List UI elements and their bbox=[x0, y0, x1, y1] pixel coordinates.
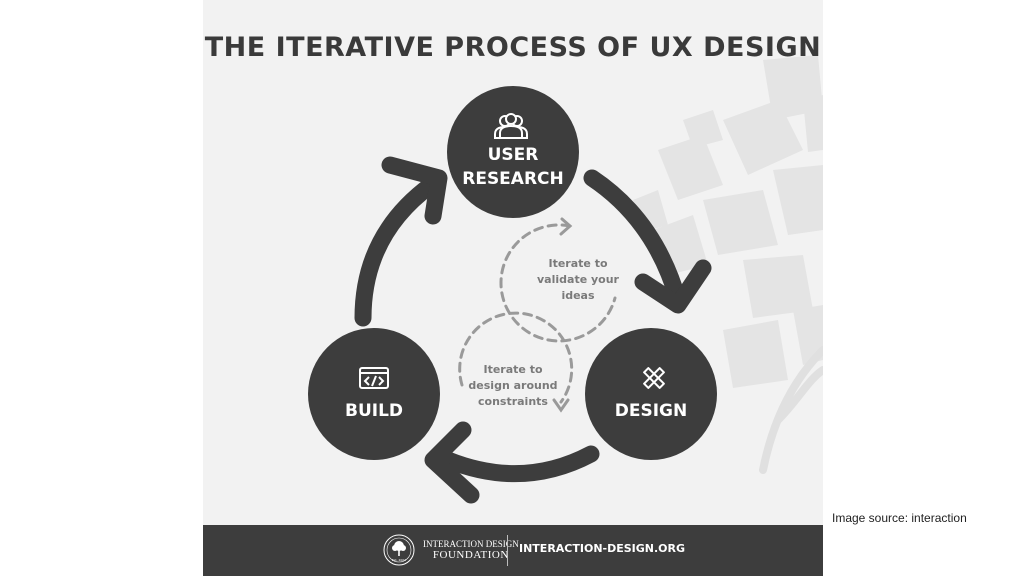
node-design bbox=[585, 328, 717, 460]
iteration-label-validate: Iterate to validate your ideas bbox=[523, 256, 633, 304]
iteration-label-constraints: Iterate to design around constraints bbox=[458, 362, 568, 410]
iteration-constraints-line2: design around bbox=[468, 379, 558, 392]
iteration-constraints-line3: constraints bbox=[478, 395, 548, 408]
footer-divider bbox=[507, 535, 508, 566]
arrow-build-to-research bbox=[354, 176, 440, 327]
foundation-name-line1: INTERACTION DESIGN bbox=[423, 539, 519, 549]
foundation-name: INTERACTION DESIGN FOUNDATION bbox=[423, 539, 519, 561]
people-icon bbox=[494, 113, 528, 139]
image-source-caption: Image source: interaction bbox=[832, 511, 967, 525]
arrow-build-to-research-head bbox=[381, 156, 448, 225]
pencil-ruler-icon bbox=[643, 367, 665, 389]
dashed-arc-constraints bbox=[458, 311, 574, 404]
ux-cycle-diagram bbox=[308, 86, 717, 504]
node-design-label: DESIGN bbox=[614, 401, 688, 421]
iteration-validate-line3: ideas bbox=[561, 289, 595, 302]
page-title: THE ITERATIVE PROCESS OF UX DESIGN bbox=[204, 32, 822, 63]
arrow-research-to-design-head bbox=[634, 259, 712, 314]
code-window-icon bbox=[359, 367, 389, 389]
foundation-name-line2: FOUNDATION bbox=[432, 549, 509, 561]
dashed-arc-validate-head bbox=[559, 217, 573, 236]
footer-bar: Est. 2002 INTERACTION DESIGN FOUNDATION … bbox=[203, 525, 823, 576]
dashed-arc-constraints-head bbox=[552, 398, 570, 413]
node-user-research bbox=[447, 86, 579, 218]
infographic-panel: THE ITERATIVE PROCESS OF UX DESIGN bbox=[203, 0, 823, 576]
node-build-label: BUILD bbox=[344, 401, 404, 421]
node-user-research-label: USER RESEARCH bbox=[453, 143, 573, 191]
arrow-design-to-build-head bbox=[424, 421, 480, 504]
node-user-research-line2: RESEARCH bbox=[462, 169, 564, 189]
footer-url: INTERACTION-DESIGN.ORG bbox=[519, 542, 686, 555]
iteration-constraints-line1: Iterate to bbox=[483, 363, 543, 376]
arrow-design-to-build bbox=[439, 445, 600, 483]
decorative-leaves-background bbox=[633, 55, 823, 474]
node-user-research-line1: USER bbox=[487, 145, 539, 165]
iteration-validate-line1: Iterate to bbox=[548, 257, 608, 270]
node-build bbox=[308, 328, 440, 460]
foundation-seal-logo: Est. 2002 bbox=[383, 534, 415, 566]
arrow-research-to-design bbox=[583, 169, 687, 309]
seal-text: Est. 2002 bbox=[392, 558, 406, 562]
iteration-validate-line2: validate your bbox=[537, 273, 619, 286]
